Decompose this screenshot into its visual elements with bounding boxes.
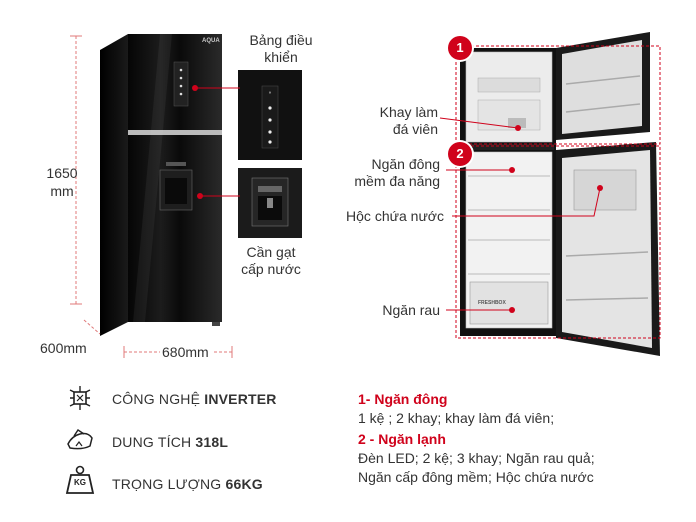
height-dimension: 1650 mm	[46, 165, 78, 199]
feature-weight: TRỌNG LƯỢNG 66KG	[112, 476, 263, 492]
feature-capacity: DUNG TÍCH 318L	[112, 434, 229, 450]
compartment-descriptions: 1- Ngăn đông 1 kệ ; 2 khay; khay làm đá …	[358, 390, 688, 487]
feature-inverter: CÔNG NGHỆ INVERTER	[112, 391, 277, 407]
freezer-title: 1- Ngăn đông	[358, 391, 448, 407]
fridge-desc-1: Đèn LED; 2 kệ; 3 khay; Ngăn rau quả;	[358, 450, 595, 466]
depth-dimension: 600mm	[40, 340, 87, 356]
fridge-badge: 2	[448, 142, 472, 166]
weight-icon-text: KG	[74, 478, 86, 487]
brand-logo: AQUA	[202, 38, 220, 44]
fridge-title: 2 - Ngăn lạnh	[358, 431, 446, 447]
water-lever-zoom	[238, 168, 302, 238]
svg-text:°: °	[269, 92, 272, 98]
freezer-desc: 1 kệ ; 2 khay; khay làm đá viên;	[358, 410, 555, 426]
freezer-badge: 1	[448, 36, 472, 60]
veg-drawer-label: Ngăn rau	[382, 302, 440, 318]
fridge-desc-2: Ngăn cấp đông mềm; Hộc chứa nước	[358, 469, 594, 485]
freshbox-label: FRESHBOX	[478, 300, 506, 306]
water-box-label: Hộc chứa nước	[346, 208, 444, 224]
soft-freezer-label: Ngăn đông mềm đa năng	[354, 156, 440, 189]
control-panel-zoom: °	[238, 70, 302, 160]
water-lever-label: Cần gạt cấp nước	[241, 244, 301, 277]
control-panel-label: Bảng điều khiển	[249, 32, 313, 65]
width-dimension: 680mm	[162, 344, 209, 360]
capacity-icon	[67, 429, 93, 450]
inverter-chip-icon	[69, 386, 91, 410]
weight-kg-icon	[65, 465, 95, 494]
ice-tray-label: Khay làm đá viên	[379, 104, 438, 137]
